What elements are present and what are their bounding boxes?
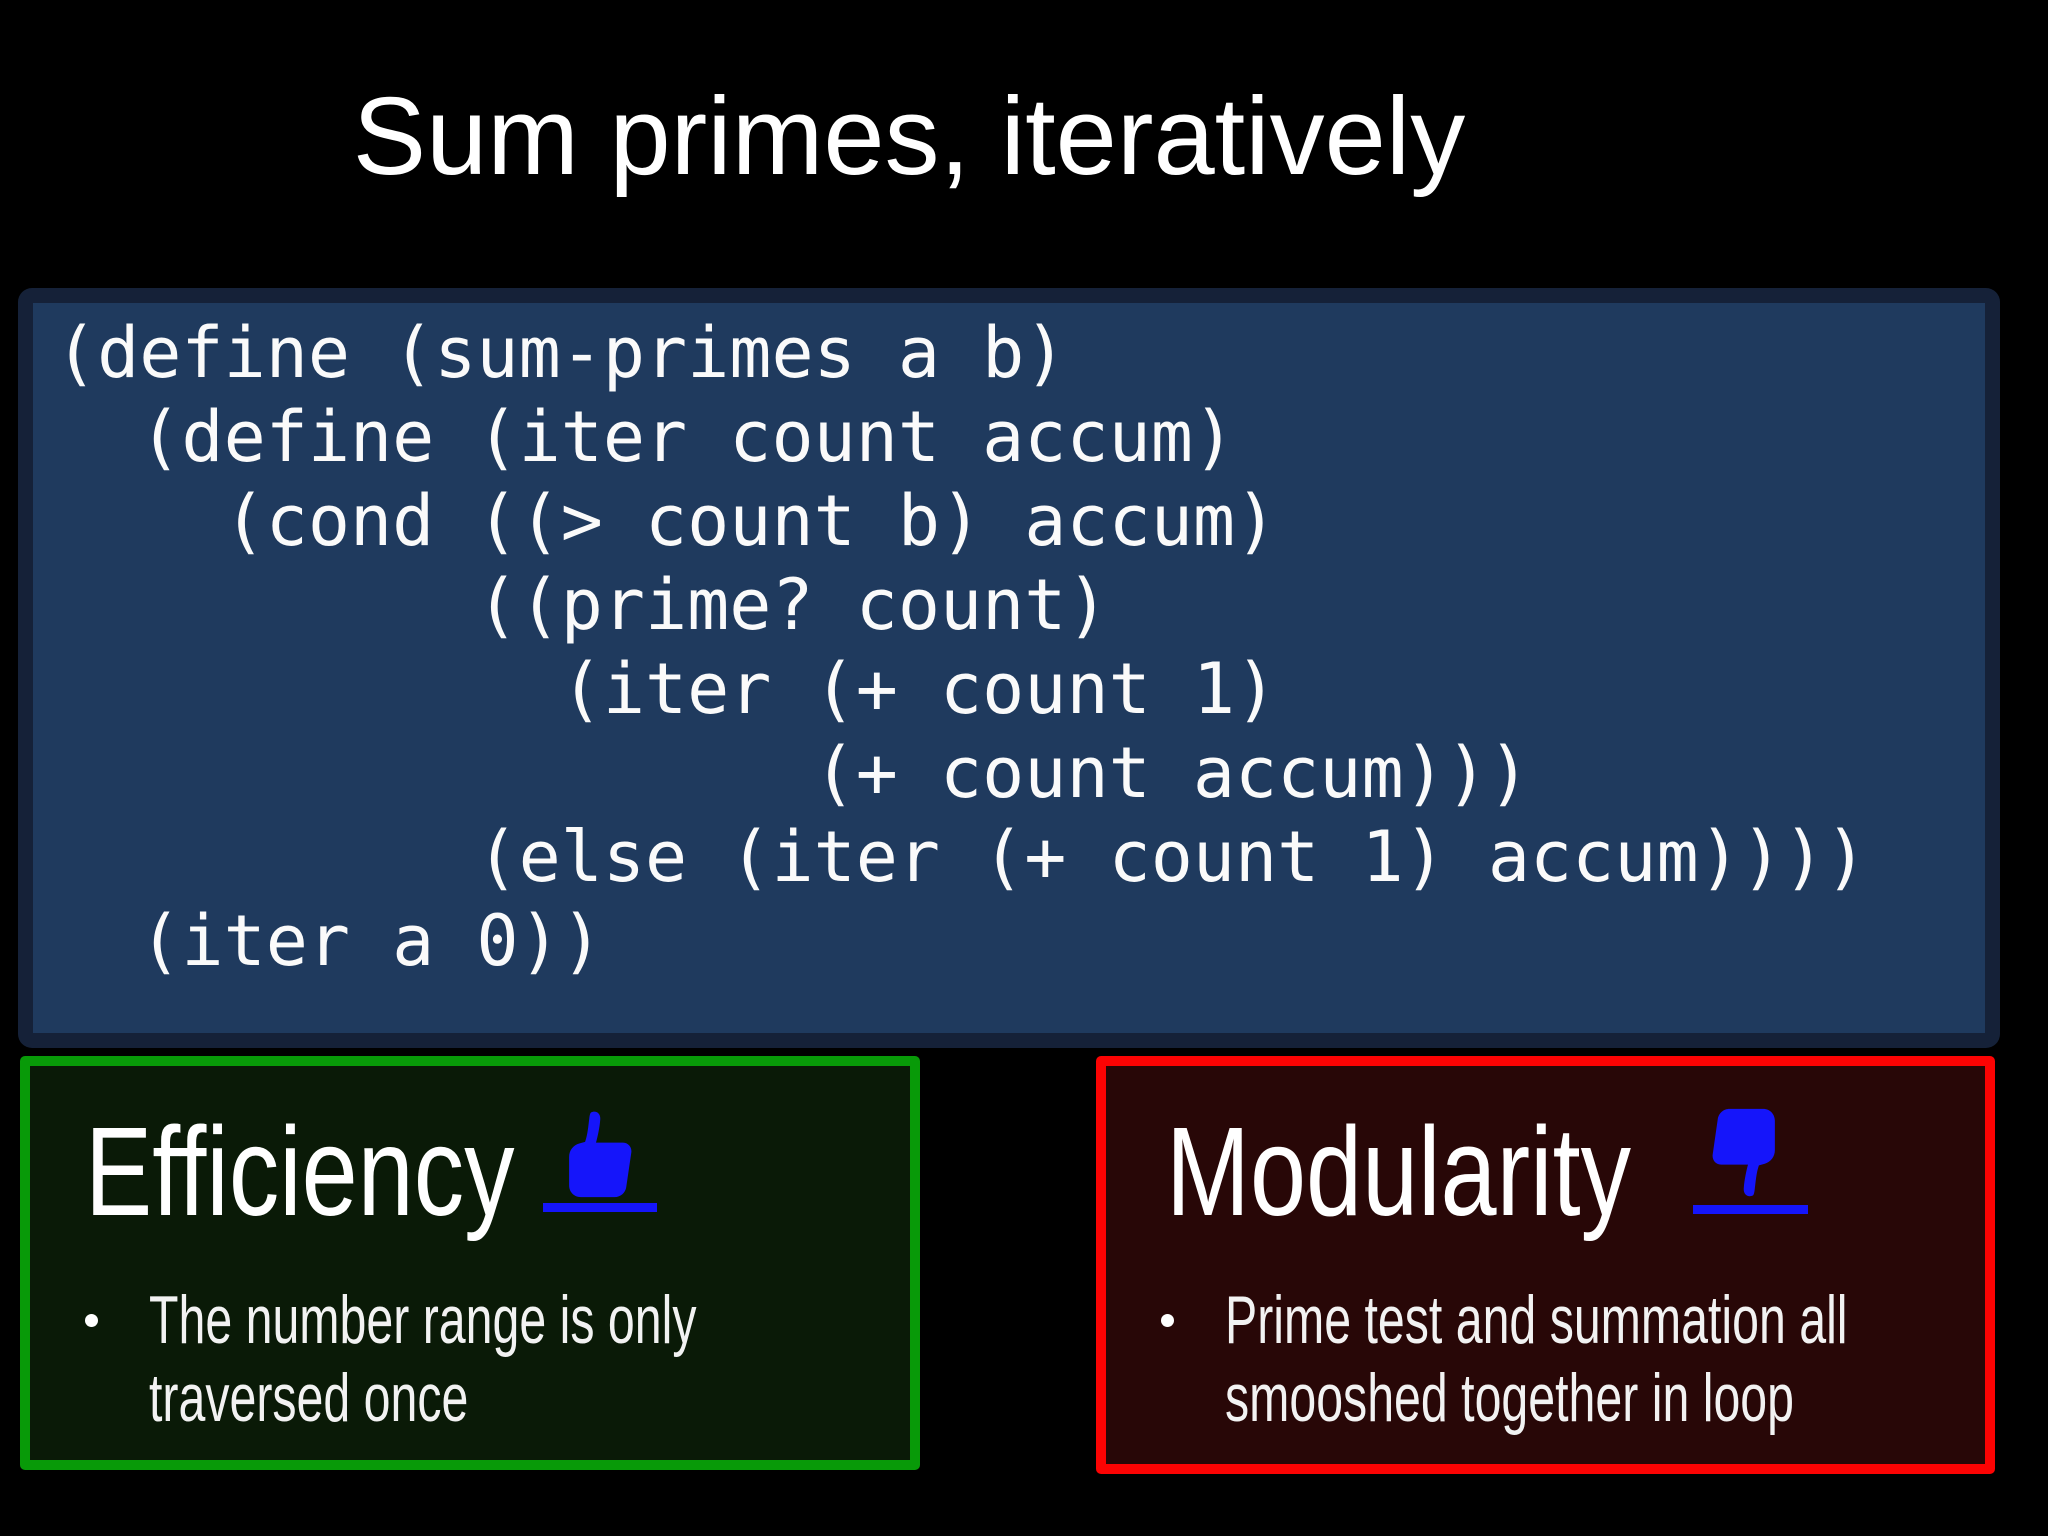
efficiency-bullet: The number range is only traversed once (149, 1282, 697, 1436)
efficiency-box: Efficiency The number range is only trav… (20, 1056, 920, 1470)
thumbs-down-underline (1693, 1205, 1808, 1214)
bullet-dot (85, 1314, 98, 1327)
efficiency-heading: Efficiency (85, 1101, 515, 1242)
bullet-dot (1161, 1314, 1174, 1327)
code-box: (define (sum-primes a b) (define (iter c… (18, 288, 2000, 1048)
scheme-code: (define (sum-primes a b) (define (iter c… (55, 312, 1868, 982)
modularity-bullet: Prime test and summation all smooshed to… (1225, 1282, 1848, 1436)
modularity-box: Modularity Prime test and summation all … (1096, 1056, 1995, 1474)
slide-title: Sum primes, iteratively (352, 75, 1466, 198)
thumbs-up-icon (569, 1111, 632, 1198)
thumbs-down-icon (1712, 1108, 1775, 1197)
modularity-heading: Modularity (1166, 1101, 1631, 1242)
thumbs-up-underline (543, 1203, 657, 1212)
